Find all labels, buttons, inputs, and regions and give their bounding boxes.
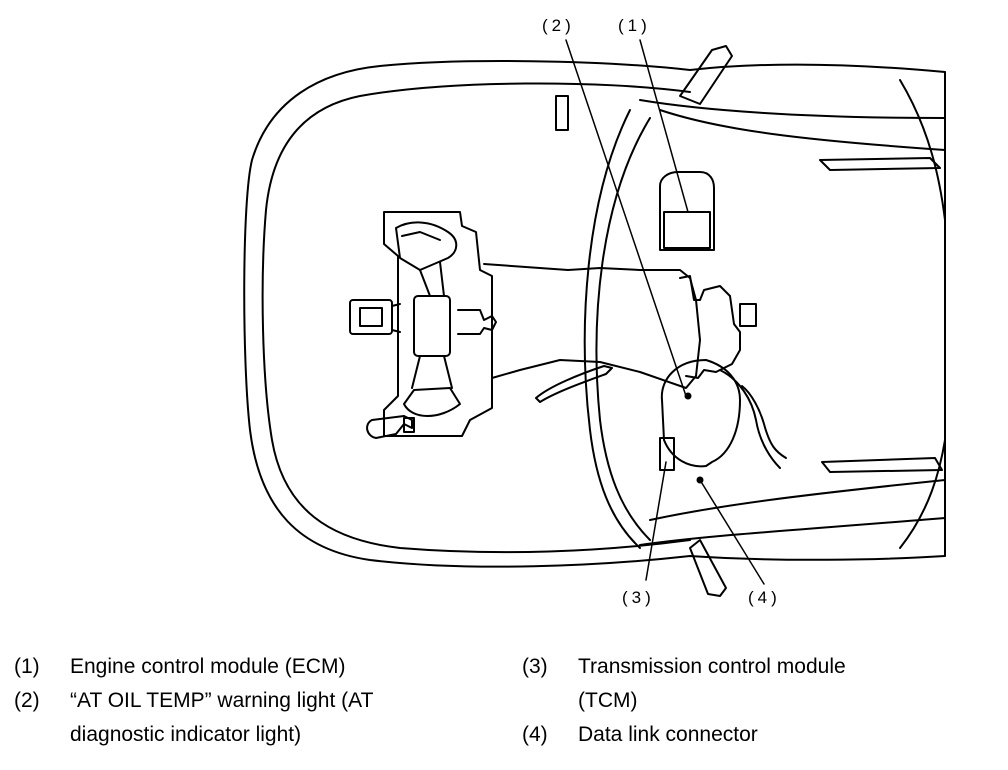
a-pillar-bottom-2: [639, 517, 946, 546]
callout-3: (3): [622, 588, 655, 607]
hood-inner-line: [261, 82, 691, 554]
legend-item-warning-light: (2) “AT OIL TEMP” warning light (AT diag…: [14, 684, 484, 752]
legend-item-data-link: (4) Data link connector: [522, 718, 992, 752]
cowl-line: [583, 109, 641, 549]
legend-item-tcm: (3) Transmission control module (TCM): [522, 650, 992, 718]
leader-4: [699, 479, 765, 585]
hood-latch: [555, 95, 569, 131]
vehicle-outline-drawing: [243, 39, 946, 597]
legend-number: (2): [14, 689, 40, 712]
gear-housing: [679, 275, 741, 379]
legend-right-column: (3) Transmission control module (TCM) (4…: [522, 650, 992, 752]
handle-slot-bottom: [821, 457, 943, 473]
legend-item-ecm: (1) Engine control module (ECM): [14, 650, 484, 684]
leader-2: [565, 39, 687, 397]
legend-text: Data link connector: [578, 723, 758, 746]
console: [660, 359, 741, 468]
legend-number: (1): [14, 655, 40, 678]
leader-4-dot: [696, 476, 704, 484]
tcm-box: [659, 437, 675, 471]
output-flange: [739, 303, 757, 327]
transmission: [483, 263, 701, 389]
leader-2-dot: [684, 392, 692, 400]
callout-2: (2): [542, 16, 575, 35]
leader-1: [639, 39, 689, 213]
a-pillar-top: [659, 109, 946, 151]
windshield-curve: [595, 117, 651, 541]
ecm-module: [663, 211, 711, 249]
vehicle-diagram: (2) (1) (3) (4): [243, 16, 946, 607]
legend-text: “AT OIL TEMP” warning light (AT diagnost…: [70, 689, 374, 746]
a-pillar-top-2: [639, 99, 946, 119]
callout-1: (1): [618, 16, 651, 35]
legend-left-column: (1) Engine control module (ECM) (2) “AT …: [14, 650, 484, 752]
callout-4: (4): [748, 588, 781, 607]
engine-assembly: [349, 211, 497, 439]
mirror-bottom: [689, 539, 727, 597]
leader-3: [645, 461, 667, 581]
ecm-housing: [659, 171, 715, 251]
pillar-curve: [899, 79, 946, 221]
body-outline: [243, 60, 946, 568]
handle-slot-top: [819, 157, 941, 171]
shift-cable: [535, 365, 613, 403]
mirror-top: [679, 45, 733, 105]
console-inner: [719, 369, 781, 469]
pillar-curve-2: [899, 439, 946, 549]
legend-number: (3): [522, 655, 548, 678]
legend-number: (4): [522, 723, 548, 746]
a-pillar-bottom: [649, 479, 946, 521]
legend-text: Transmission control module (TCM): [578, 655, 846, 712]
legend-text: Engine control module (ECM): [70, 655, 346, 678]
